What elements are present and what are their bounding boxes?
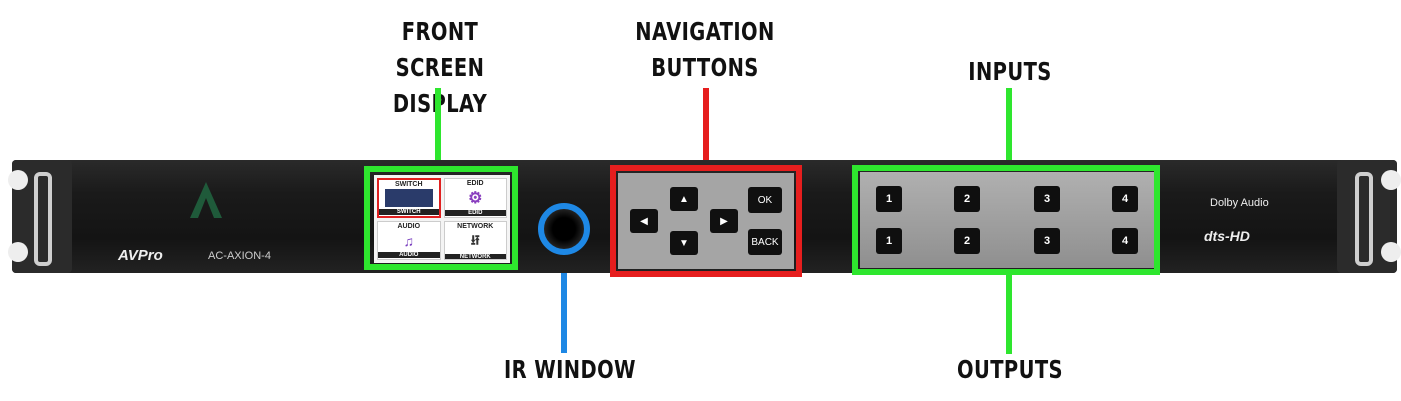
screen-tile-switch: SWITCH SWITCH — [377, 178, 441, 218]
switch-graphic — [384, 189, 433, 208]
left-handle — [34, 172, 52, 266]
inputs-line — [1006, 88, 1012, 168]
dolby-logo: Dolby Audio — [1210, 197, 1269, 209]
nav-up-button[interactable]: ▲ — [670, 187, 698, 211]
screen-tile-network: NETWORK ⭿ NETWORK — [443, 220, 507, 260]
navigation-highlight — [610, 165, 802, 277]
ir-window — [538, 203, 590, 255]
output-button-2[interactable]: 2 — [954, 228, 980, 254]
screen-tile-audio: AUDIO ♫ AUDIO — [377, 220, 441, 260]
avpro-logo-icon — [190, 182, 222, 218]
nav-down-button[interactable]: ▼ — [670, 231, 698, 255]
front-screen-callout: FRONT SCREEN DISPLAY — [393, 17, 487, 118]
output-button-3[interactable]: 3 — [1034, 228, 1060, 254]
gear-icon: ⚙ — [468, 190, 483, 208]
front-screen-line — [435, 88, 441, 168]
ok-button[interactable]: OK — [748, 187, 782, 213]
left-rack-ear — [8, 160, 72, 273]
arrow-right-icon: ▶ — [720, 215, 728, 227]
ir-window-line — [561, 253, 567, 353]
outputs-callout: OUTPUTS — [957, 355, 1063, 384]
navigation-line — [703, 88, 709, 168]
right-ear-hole-top — [1381, 170, 1401, 190]
usb-icon: ⭿ — [470, 231, 480, 248]
right-ear-hole-bottom — [1381, 242, 1401, 262]
ir-window-callout: IR WINDOW — [504, 355, 636, 384]
right-handle — [1355, 172, 1373, 266]
front-screen-display: SWITCH SWITCH EDID ⚙ EDID AUDIO ♫ AUDIO … — [374, 175, 510, 263]
right-rack-ear — [1337, 160, 1401, 273]
arrow-left-icon: ◀ — [640, 215, 648, 227]
speaker-icon: ♫ — [403, 232, 415, 249]
back-button[interactable]: BACK — [748, 229, 782, 255]
arrow-up-icon: ▲ — [679, 193, 689, 205]
outputs-line — [1006, 272, 1012, 354]
arrow-down-icon: ▼ — [679, 237, 689, 249]
input-button-1[interactable]: 1 — [876, 186, 902, 212]
nav-left-button[interactable]: ◀ — [630, 209, 658, 233]
device-brand: AVPro — [118, 247, 163, 264]
inputs-callout: INPUTS — [968, 57, 1052, 86]
output-button-1[interactable]: 1 — [876, 228, 902, 254]
navigation-callout: NAVIGATION BUTTONS — [635, 17, 775, 82]
navigation-panel: ▲ ◀ ▶ ▼ OK BACK — [618, 173, 794, 269]
device-model: AC-AXION-4 — [208, 250, 271, 262]
io-highlight — [852, 165, 1160, 275]
input-button-2[interactable]: 2 — [954, 186, 980, 212]
input-button-4[interactable]: 4 — [1112, 186, 1138, 212]
dts-logo: dts-HD — [1204, 228, 1250, 244]
input-button-3[interactable]: 3 — [1034, 186, 1060, 212]
output-button-4[interactable]: 4 — [1112, 228, 1138, 254]
front-screen-highlight — [364, 166, 518, 270]
left-ear-hole-bottom — [8, 242, 28, 262]
io-panel: 1 2 3 4 1 2 3 4 — [860, 172, 1154, 268]
nav-right-button[interactable]: ▶ — [710, 209, 738, 233]
screen-tile-edid: EDID ⚙ EDID — [443, 178, 507, 218]
left-ear-hole-top — [8, 170, 28, 190]
